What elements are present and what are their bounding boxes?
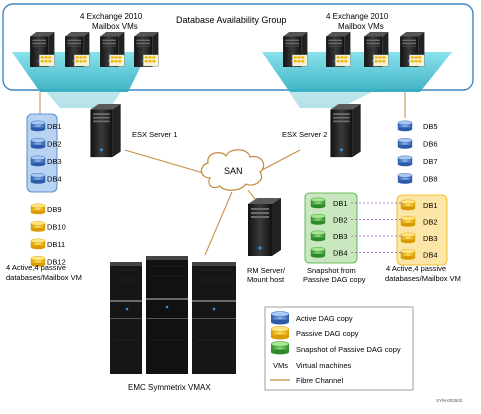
passive-db-label: DB3: [423, 234, 438, 243]
snapshot-label-2: Passive DAG copy: [303, 275, 366, 284]
san-cloud: SAN: [200, 149, 265, 191]
passive-db-label: DB2: [423, 218, 438, 227]
right-caption-2: databases/Mailbox VM: [385, 274, 461, 283]
active-db-label: DB7: [423, 157, 438, 166]
esx-server-2-icon: [330, 104, 361, 158]
passive-db-label: DB9: [47, 205, 62, 214]
active-db-icon: [30, 155, 46, 167]
active-db-label: DB2: [47, 140, 62, 149]
active-db-label: DB5: [423, 122, 438, 131]
snapshot-db-label: DB4: [333, 249, 348, 258]
passive-db-label: DB1: [423, 201, 438, 210]
mailbox-vm-icon: [30, 32, 55, 68]
mailbox-vm-icon: [400, 32, 425, 68]
legend-active-db-icon: [270, 311, 290, 325]
san-label: SAN: [224, 166, 243, 176]
esx-server-2-label: ESX Server 2: [282, 130, 327, 139]
legend-passive-label: Passive DAG copy: [296, 329, 359, 338]
active-db-icon: [397, 173, 413, 184]
passive-db-icon: [30, 221, 46, 232]
passive-db-icon: [30, 238, 46, 250]
legend-vms-symbol: VMs: [273, 361, 288, 370]
mailbox-group-label-right-1: 4 Exchange 2010: [326, 12, 389, 21]
legend-vms-label: Virtual machines: [296, 361, 352, 370]
left-active-db-box: [26, 113, 58, 193]
passive-db-label: DB10: [47, 223, 66, 232]
legend-snapshot-label: Snapshot of Passive DAG copy: [296, 345, 401, 354]
legend-snapshot-db-icon: [270, 341, 290, 355]
mailbox-group-label-right-2: Mailbox VMs: [338, 22, 384, 31]
snapshot-db-label: DB1: [333, 199, 348, 208]
left-caption-1: 4 Active,4 passive: [6, 263, 66, 272]
right-passive-db-box: [396, 194, 448, 266]
legend-fibre-label: Fibre Channel: [296, 376, 343, 385]
dag-title: Database Availability Group: [176, 15, 286, 25]
rm-server-label-2: Mount host: [247, 275, 285, 284]
legend: Active DAG copy Passive DAG copy Snapsho…: [264, 306, 414, 391]
passive-db-icon: [400, 232, 416, 244]
passive-db-label: DB11: [47, 240, 65, 249]
figure-id: SYM-002502: [436, 398, 463, 403]
active-db-icon: [30, 138, 46, 149]
snapshot-links: [351, 202, 401, 253]
mailbox-vm-icon: [134, 32, 159, 68]
active-db-icon: [30, 120, 46, 132]
passive-db-icon: [400, 216, 416, 227]
active-db-label: DB1: [47, 122, 62, 131]
snapshot-db-label: DB2: [333, 216, 348, 225]
mailbox-group-label-left-1: 4 Exchange 2010: [80, 12, 143, 21]
mailbox-vm-icon: [283, 32, 308, 68]
snapshot-db-box: [304, 192, 358, 264]
storage-label: EMC Symmetrix VMAX: [128, 383, 211, 392]
active-db-icon: [397, 155, 413, 167]
esx-server-1-label: ESX Server 1: [132, 130, 177, 139]
passive-db-icon: [400, 199, 416, 211]
passive-db-icon: [400, 249, 416, 260]
legend-box: [264, 306, 414, 391]
vmax-storage-icon: [110, 256, 236, 374]
rm-server-icon: [248, 198, 281, 256]
active-db-label: DB4: [47, 175, 62, 184]
mailbox-vm-icon: [100, 32, 125, 68]
snapshot-db-icon: [310, 230, 326, 242]
right-caption-1: 4 Active,4 passive: [386, 264, 446, 273]
active-db-icon: [397, 120, 413, 132]
left-caption-2: databases/Mailbox VM: [6, 273, 82, 282]
mailbox-vm-icon: [326, 32, 351, 68]
snapshot-db-icon: [310, 247, 326, 258]
mailbox-vm-icon: [364, 32, 389, 68]
snapshot-label-1: Snapshot from: [307, 266, 356, 275]
snapshot-db-label: DB3: [333, 232, 348, 241]
active-db-label: DB8: [423, 175, 438, 184]
legend-passive-db-icon: [270, 326, 290, 340]
passive-db-icon: [30, 203, 46, 215]
rm-server-label-1: RM Server/: [247, 266, 286, 275]
mailbox-vm-icon: [65, 32, 90, 68]
legend-active-label: Active DAG copy: [296, 314, 353, 323]
esx-server-1-icon: [90, 104, 121, 158]
active-db-icon: [30, 173, 46, 184]
snapshot-db-icon: [310, 197, 326, 209]
active-db-label: DB6: [423, 140, 438, 149]
active-db-icon: [397, 138, 413, 149]
active-db-label: DB3: [47, 157, 62, 166]
passive-db-label: DB4: [423, 251, 438, 260]
passive-db-label: DB12: [47, 258, 66, 267]
snapshot-db-icon: [310, 214, 326, 225]
mailbox-group-label-left-2: Mailbox VMs: [92, 22, 138, 31]
